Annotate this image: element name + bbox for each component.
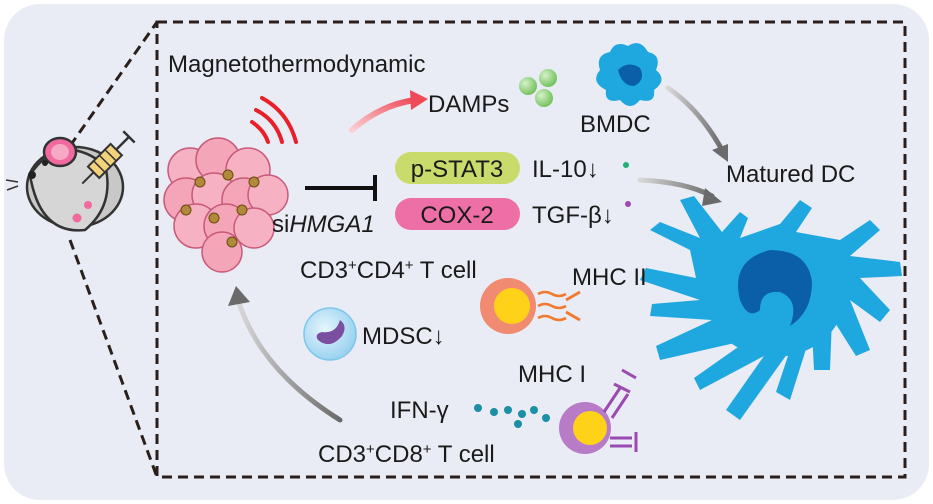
arrow-cd8-to-tumor <box>228 286 343 423</box>
syringe-icon <box>81 130 136 185</box>
cox2-label: COX-2 <box>420 202 493 229</box>
bmdc-cell <box>596 43 662 106</box>
bmdc-label: BMDC <box>580 111 651 138</box>
arrow-bmdc-to-dc <box>665 85 728 162</box>
arrow-cytokines-to-dc <box>637 177 722 206</box>
damps-beads <box>519 69 557 107</box>
tgfb-label: TGF-β↓ <box>532 202 614 229</box>
zoom-box <box>155 20 907 479</box>
pstat3-label: p-STAT3 <box>411 156 503 183</box>
process-label: Magnetothermodynamic <box>168 51 425 78</box>
il10-dot <box>623 162 629 168</box>
cox2-pill <box>395 198 520 230</box>
cd8-t-cell <box>559 368 638 454</box>
tumor-cell-cluster <box>163 137 289 273</box>
red-arrow-to-damps <box>349 90 428 133</box>
heat-waves-icon <box>250 96 298 144</box>
ifng-dots <box>474 404 550 428</box>
cd4-t-cell-label: CD3+CD4+ T cell <box>300 257 477 285</box>
il10-label: IL-10↓ <box>532 156 599 183</box>
sihmga1-label: siHMGA1 <box>272 211 375 238</box>
mdsc-label: MDSC↓ <box>362 323 445 350</box>
damps-label: DAMPs <box>428 91 509 118</box>
matured-dc-cell <box>640 196 902 420</box>
mhc2-label: MHC II <box>572 264 647 291</box>
zoom-connector-bottom <box>68 239 159 478</box>
cd4-t-cell <box>480 278 581 334</box>
matured-dc-label: Matured DC <box>726 161 855 188</box>
cd8-t-cell-label: CD3+CD8+ T cell <box>318 441 495 469</box>
pstat3-pill <box>395 152 520 184</box>
mhc1-label: MHC I <box>518 361 586 388</box>
tgfb-dot <box>625 201 631 207</box>
mdsc-cell <box>303 307 357 361</box>
zoom-connector-top <box>68 21 159 147</box>
ifng-label: IFN-γ <box>390 397 449 424</box>
